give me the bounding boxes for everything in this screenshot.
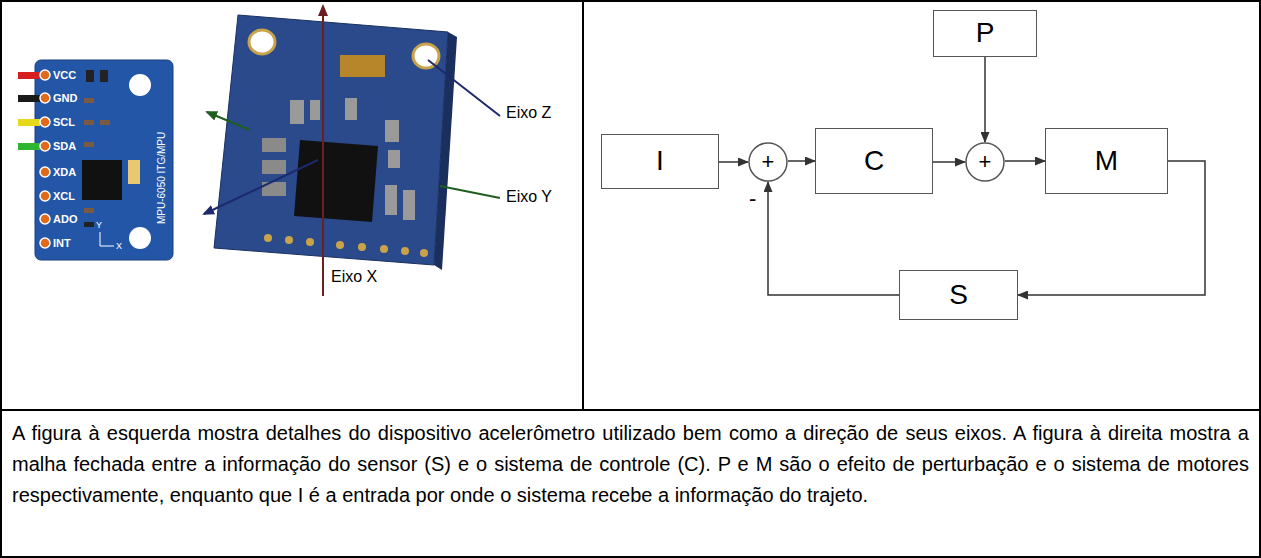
component <box>262 138 286 152</box>
component <box>128 160 140 184</box>
pin <box>358 243 366 251</box>
pin-label: INT <box>53 237 71 250</box>
component <box>84 222 94 227</box>
table-divider <box>1 409 1260 411</box>
pin <box>40 93 50 103</box>
axis-x <box>322 6 324 296</box>
axis-z <box>428 60 500 116</box>
pin <box>264 234 272 242</box>
mount-hole <box>129 74 151 96</box>
sign-symbol: + <box>979 150 992 174</box>
block-letter: I <box>656 146 664 177</box>
pin <box>380 245 388 253</box>
pin <box>420 249 428 257</box>
component <box>84 98 94 103</box>
component <box>262 160 286 174</box>
sign-symbol: + <box>762 150 775 174</box>
block-letter: S <box>949 280 968 311</box>
pcb <box>214 15 448 265</box>
component <box>403 190 415 220</box>
wire-yellow <box>18 119 40 126</box>
axis-y <box>207 112 250 130</box>
wire-black <box>18 95 40 102</box>
pin <box>40 238 50 248</box>
block-letter: C <box>864 146 884 177</box>
signal-arrow <box>768 182 899 295</box>
mount-hole <box>249 30 275 54</box>
component <box>100 120 110 125</box>
pin-label: ADO <box>53 213 77 226</box>
pin <box>40 117 50 127</box>
axis-label: Eixo X <box>331 268 377 286</box>
component <box>388 150 400 168</box>
signal-arrow <box>1005 160 1045 162</box>
component <box>340 55 385 77</box>
pin <box>40 214 50 224</box>
component <box>290 100 304 124</box>
axis-y <box>440 186 500 198</box>
controller-box: C <box>815 128 933 194</box>
component <box>100 70 108 82</box>
pin-label: SCL <box>53 116 75 129</box>
signal-arrow <box>719 161 748 163</box>
component <box>86 70 94 82</box>
signal-arrow <box>788 160 815 162</box>
input-box: I <box>601 134 719 189</box>
chip <box>294 140 378 222</box>
pin-label: XDA <box>53 166 76 179</box>
component <box>385 185 397 215</box>
pin <box>40 191 50 201</box>
pin-label: GND <box>53 92 77 105</box>
pin-label: SDA <box>53 140 76 153</box>
pin-label: XCL <box>53 190 75 203</box>
sensor-box: S <box>899 270 1018 320</box>
junction-circle <box>749 143 787 181</box>
component <box>84 120 94 125</box>
pin <box>336 241 344 249</box>
pin-label: VCC <box>53 69 76 82</box>
disturbance-box: P <box>933 10 1037 57</box>
component <box>345 98 357 120</box>
pin <box>285 236 293 244</box>
wire-green <box>18 143 40 150</box>
block-letter: P <box>976 18 995 49</box>
caption: A figura à esquerda mostra detalhes do d… <box>12 418 1249 511</box>
axis-label: Eixo Z <box>506 104 551 122</box>
pin <box>40 70 50 80</box>
signal-arrow <box>933 161 965 163</box>
axis-label: Eixo Y <box>506 188 552 206</box>
axis-z <box>204 160 318 214</box>
junction-circle <box>966 143 1004 181</box>
table-divider <box>582 1 584 410</box>
pin <box>40 167 50 177</box>
axis-mark-label: Y <box>96 220 102 230</box>
axis-mark <box>100 232 101 246</box>
board-name: MPU-6050 ITG/MPU <box>156 132 168 224</box>
mount-hole <box>129 227 151 249</box>
sensor-board-top <box>18 60 173 260</box>
component <box>385 120 399 142</box>
pin <box>401 247 409 255</box>
component <box>84 142 94 147</box>
summing-junction: + <box>965 142 1005 182</box>
pin <box>40 141 50 151</box>
axis-mark <box>100 246 114 247</box>
component <box>310 100 320 120</box>
axis-mark-label: X <box>116 241 122 251</box>
wire-red <box>18 72 40 79</box>
sign-label: - <box>749 186 756 211</box>
sensor-board-3d <box>204 6 500 296</box>
signal-arrow <box>984 57 986 142</box>
block-letter: M <box>1095 146 1118 177</box>
pcb <box>35 60 173 260</box>
component <box>84 208 94 213</box>
summing-junction: + <box>748 142 788 182</box>
pin <box>306 238 314 246</box>
chip <box>82 160 122 200</box>
motor-box: M <box>1045 128 1168 194</box>
